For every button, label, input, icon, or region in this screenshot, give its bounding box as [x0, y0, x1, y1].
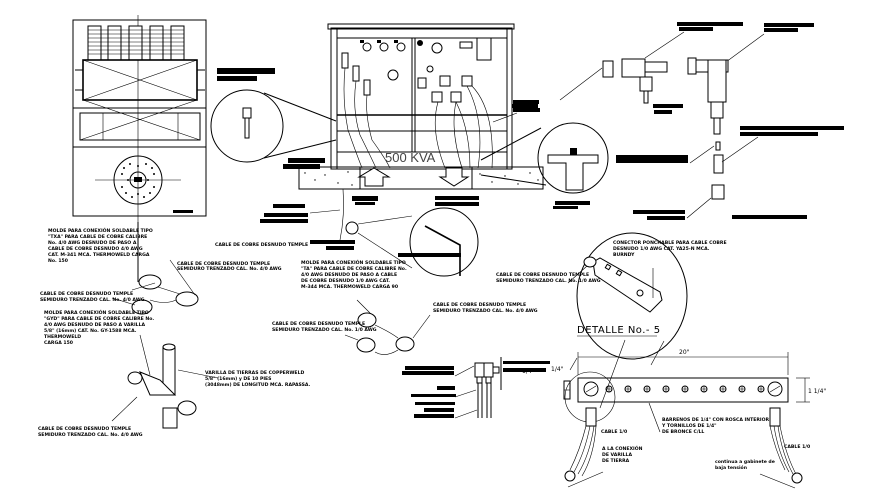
- note-line: DE VARILLA: [602, 452, 632, 458]
- note-line: CABLE DE COBRE DESNUDO TEMPLE: [38, 426, 131, 432]
- bar-height-dimension: 1 1/4": [808, 388, 826, 395]
- transformer-plan-view: [72, 15, 207, 222]
- gyd-mold-drawing: [111, 334, 219, 429]
- bolt-cross: [625, 386, 631, 392]
- transformer-front-view: 500 KVA: [283, 23, 544, 206]
- note-line: A LA CONEXIÓN: [602, 445, 643, 452]
- note-line: SEMIDURO TRENZADO CAL. No. 4/0 AWG: [177, 266, 282, 272]
- note-line: CABLE DE COBRE DESNUDO TEMPLE: [272, 321, 365, 327]
- cable-note-4-0-e: CABLE DE COBRE DESNUDO TEMPLE: [215, 242, 308, 248]
- note-line: baja tensión: [715, 464, 747, 471]
- bolt-cross: [739, 386, 745, 392]
- note-line: SEMIDURO TRENZADO CAL. No. 4/0 AWG: [38, 432, 143, 438]
- note-line: CABLE DE COBRE DESNUDO TEMPLE: [40, 291, 133, 297]
- note-line: SEMIDURO TRENZADO CAL. No. 1/0 AWG: [272, 327, 377, 333]
- varilla-note: VARILLA DE TIERRAS DE COPPERWELD 5/8" (1…: [205, 370, 311, 388]
- detail-title: DETALLE No.- 5: [577, 325, 661, 336]
- radiator-fins: [87, 25, 185, 61]
- insulator-dimension: 1/4": [522, 368, 535, 375]
- barrenos-note: BARRENOS DE 1/4" CON ROSCA INTERIOR Y TO…: [661, 417, 770, 435]
- cover-texture: [121, 163, 155, 198]
- cable-note-4-0-b: CABLE DE COBRE DESNUDO TEMPLE SEMIDURO T…: [40, 291, 145, 303]
- note-line: SEMIDURO TRENZADO CAL. No. 4/0 AWG: [40, 297, 145, 303]
- note-line: VARILLA DE TIERRAS DE COPPERWELD: [205, 370, 304, 376]
- cable-note-1-0-a: CABLE DE COBRE DESNUDO TEMPLE SEMIDURO T…: [272, 321, 377, 333]
- note-line: CARGA 150: [44, 340, 73, 346]
- ta-mold-drawing: [344, 299, 431, 355]
- note-line: No. 150: [48, 258, 68, 264]
- note-line: MOLDE PARA CONEXIÓN SOLDABLE TIPO: [44, 309, 149, 316]
- bolt-cross: [663, 386, 669, 392]
- cable-note-4-0-c: CABLE DE COBRE DESNUDO TEMPLE SEMIDURO T…: [38, 426, 143, 438]
- note-line: 5/8" (16mm) CAT. No. GY-1588 MCA.: [44, 328, 137, 334]
- lug-detail-circle: [210, 68, 337, 163]
- bolt-holes: [605, 385, 765, 393]
- cable-note-4-0-d: CABLE DE COBRE DESNUDO TEMPLE SEMIDURO T…: [433, 302, 538, 314]
- bar-width-dimension: 20": [679, 349, 690, 356]
- bolt-cross: [644, 386, 650, 392]
- note-line: CABLE DE COBRE DESNUDO TEMPLE: [496, 272, 589, 278]
- note-line: CAT. M-341 MCA. THERMOWELD CARGA: [48, 252, 150, 258]
- note-line: DE COBRE DESNUDO 1/0 AWG CAT.: [301, 278, 390, 284]
- connector-detail-circle: DETALLE No.- 5: [567, 232, 688, 371]
- gap-dimension: 1/4": [551, 366, 564, 373]
- note-line: CONECTOR PONCHABLE PARA CABLE COBRE: [613, 240, 727, 246]
- transformer-rating-label: 500 KVA: [385, 150, 436, 165]
- concrete-texture: [304, 171, 539, 186]
- note-line: MOLDE PARA CONEXIÓN SOLDABLE TIPO: [301, 259, 406, 266]
- txa-mold-note: MOLDE PARA CONEXIÓN SOLDABLE TIPO "TXA" …: [48, 227, 153, 264]
- note-line: DE BRONCE C/LL: [662, 429, 704, 435]
- note-line: continua a gabinete de: [715, 459, 775, 465]
- cable-label-right: CABLE 1/0: [784, 444, 810, 450]
- note-line: No. 4/0 AWG DESNUDO DE PASO A: [48, 240, 137, 246]
- note-line: DE TIERRA: [602, 458, 630, 464]
- note-line: 4/0 AWG DESNUDO DE PASO A VARILLA: [44, 322, 146, 328]
- txa-mold-drawing: [111, 222, 199, 315]
- note-line: DESNUDO 1/0 AWG CAT. YA25-N MCA.: [613, 246, 710, 252]
- note-line: BARRENOS DE 1/4" CON ROSCA INTERIOR: [662, 417, 770, 423]
- bolt-cross: [720, 386, 726, 392]
- right-connection-note: continua a gabinete de baja tensión: [715, 459, 775, 471]
- cable-note-4-0-a: CABLE DE COBRE DESNUDO TEMPLE SEMIDURO T…: [177, 261, 282, 272]
- ta-mold-note: MOLDE PARA CONEXIÓN SOLDABLE TIPO "TA" P…: [301, 259, 407, 290]
- note-line: "TXA" PARA CABLE DE COBRE CALIBRE: [48, 234, 147, 240]
- anchor-detail-circle: [480, 122, 609, 209]
- note-line: BURNDY: [613, 252, 635, 258]
- note-line: "TA" PARA CABLE DE COBRE CALIBRE No.: [301, 266, 407, 272]
- note-line: Y TORNILLOS DE 1/4": [661, 423, 717, 429]
- bolt-cross: [701, 386, 707, 392]
- note-line: 4/0 AWG DESNUDO DE PASO A CABLE: [301, 272, 397, 278]
- cable-label-left: CABLE 1/0: [601, 429, 627, 435]
- note-line: SEMIDURO TRENZADO CAL. No. 1/0 AWG: [496, 278, 601, 284]
- note-line: THERMOWELD: [44, 334, 81, 340]
- cable-note-1-0-b: CABLE DE COBRE DESNUDO TEMPLE SEMIDURO T…: [496, 272, 601, 284]
- ground-bus-bar: 20" 1/4" 1 1/4": [551, 339, 826, 489]
- note-line: MOLDE PARA CONEXIÓN SOLDABLE TIPO: [48, 227, 153, 234]
- elbow-connectors: [559, 22, 844, 220]
- bolt-cross: [682, 386, 688, 392]
- note-line: M-344 MCA. THERMOWELD CARGA 90: [301, 284, 398, 290]
- ground-cable-drop: [260, 188, 479, 277]
- note-line: CABLE DE COBRE DESNUDO TEMPLE: [433, 302, 526, 308]
- note-line: CABLE DE COBRE DESNUDO TEMPLE: [215, 242, 308, 248]
- left-connection-note: A LA CONEXIÓN DE VARILLA DE TIERRA: [602, 445, 643, 464]
- note-line: (3048mm) DE LONGITUD MCA. RAPASSA.: [205, 382, 311, 388]
- gyd-mold-note: MOLDE PARA CONEXIÓN SOLDABLE TIPO "GYD" …: [44, 309, 154, 346]
- bolt-cross: [758, 386, 764, 392]
- note-line: SEMIDURO TRENZADO CAL. No. 4/0 AWG: [433, 308, 538, 314]
- note-line: 5/8" (16mm) y DE 10 PIES: [205, 376, 272, 382]
- connector-note: CONECTOR PONCHABLE PARA CABLE COBRE DESN…: [613, 240, 727, 258]
- note-line: CABLE DE COBRE DESNUDO 4/0 AWG: [48, 246, 143, 252]
- note-line: CABLE DE COBRE DESNUDO TEMPLE: [177, 261, 270, 267]
- note-line: "GYD" PARA CABLE DE COBRE CALIBRE No.: [44, 316, 154, 322]
- terminal-block: 1/4": [402, 357, 550, 419]
